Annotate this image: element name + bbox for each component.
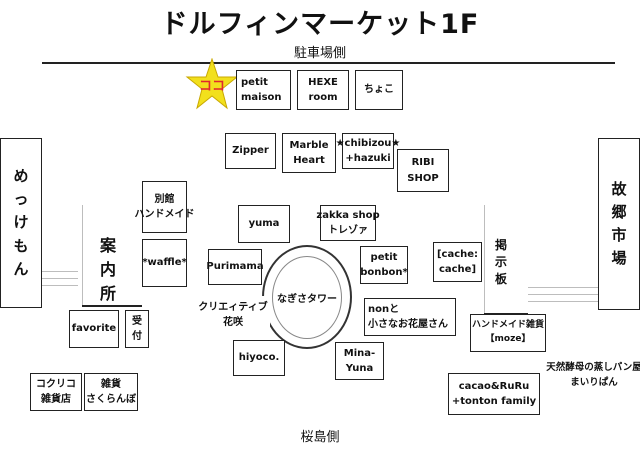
info-corridor xyxy=(82,305,142,307)
bottom-label: 桜島側 xyxy=(300,430,340,445)
bulletin-board-label: 掲示板 xyxy=(495,236,507,287)
here-marker-text: ココ xyxy=(198,79,225,94)
vertical-char: 掲 xyxy=(495,238,508,252)
vertical-char: 内 xyxy=(100,260,117,279)
side-store-right-label: 故郷市場 xyxy=(611,178,626,271)
side-store-right: 故郷市場 xyxy=(598,138,640,310)
store-chibizou[interactable]: ★chibizou★+hazuki xyxy=(336,133,400,169)
vertical-char: 郷 xyxy=(611,202,627,221)
vertical-char: ん xyxy=(13,259,29,278)
vertical-char: め xyxy=(13,166,29,185)
store-cacao-ruru[interactable]: cacao&RuRu+tonton family xyxy=(448,373,540,415)
vertical-char: 所 xyxy=(100,284,117,303)
tower-label: なぎさタワー xyxy=(277,294,337,305)
store-waffle[interactable]: *waffle* xyxy=(142,239,187,287)
vertical-char: 故 xyxy=(611,179,627,198)
store-sakuranbo[interactable]: 雑貨さくらんぼ xyxy=(84,373,138,411)
here-marker: ココ xyxy=(185,57,239,110)
tower: なぎさタワー xyxy=(272,256,342,339)
store-tennen-maripan[interactable]: 天然酵母の蒸しパン屋まいりぱん xyxy=(546,356,640,396)
store-chiyoko[interactable]: ちょこ xyxy=(355,70,403,110)
store-bekkan-handmade[interactable]: 別館ハンドメイド xyxy=(135,181,195,233)
vertical-char: 案 xyxy=(100,236,117,255)
vertical-char: 示 xyxy=(495,255,508,269)
store-mina-yuna[interactable]: Mina-Yuna xyxy=(335,342,384,380)
top-wall xyxy=(42,62,615,64)
store-handmade-moze[interactable]: ハンドメイド雑貨【moze】 xyxy=(470,314,546,352)
vertical-char: け xyxy=(13,213,29,232)
store-favorite[interactable]: favorite xyxy=(69,310,119,348)
top-label: 駐車場側 xyxy=(293,46,346,61)
store-yuma[interactable]: yuma xyxy=(238,205,290,243)
board-corridor xyxy=(484,313,528,315)
side-store-left: めっけもん xyxy=(0,138,42,308)
vertical-char: 場 xyxy=(611,249,627,268)
store-purimama[interactable]: Purimama xyxy=(206,249,264,285)
vertical-char: っ xyxy=(13,190,29,209)
vertical-char: 市 xyxy=(611,226,627,244)
store-cache[interactable]: [cache:cache] xyxy=(433,242,482,282)
vertical-char: 板 xyxy=(495,272,508,286)
store-zipper[interactable]: Zipper xyxy=(225,133,276,169)
vertical-char: も xyxy=(13,236,29,255)
info-desk-label: 案内所 xyxy=(100,232,116,304)
page-title: ドルフィンマーケット1F xyxy=(160,9,480,40)
store-creative-hanasaki[interactable]: クリエィティブ花咲 xyxy=(196,296,270,334)
reception[interactable]: 受付 xyxy=(125,310,149,348)
star-icon xyxy=(185,57,239,110)
store-non-flower[interactable]: nonと小さなお花屋さん xyxy=(364,298,456,336)
store-hiyoco[interactable]: hiyoco. xyxy=(233,340,285,376)
side-store-left-label: めっけもん xyxy=(13,165,28,281)
store-kokuriko[interactable]: コクリコ雑貨店 xyxy=(30,373,82,411)
